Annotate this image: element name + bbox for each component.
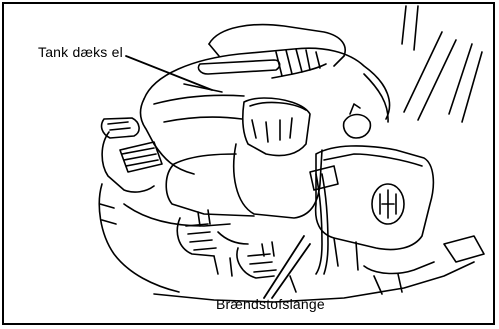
figure-frame: Tank dæks el Brændstofslange: [2, 2, 495, 325]
tank-cap-label: Tank dæks el: [38, 44, 123, 60]
air-filter-housing: [316, 104, 434, 270]
cylinder-fins: [177, 210, 276, 278]
handle-bar-lines: [402, 6, 482, 122]
engine-block-left: [99, 118, 230, 292]
leader-lines: [126, 56, 310, 298]
fuel-hose-label: Brændstofslange: [216, 296, 325, 312]
engine-cover: [140, 25, 389, 174]
fuel-hose-drawing: [310, 166, 338, 274]
fuel-tank-cap-drawing: [166, 60, 322, 218]
